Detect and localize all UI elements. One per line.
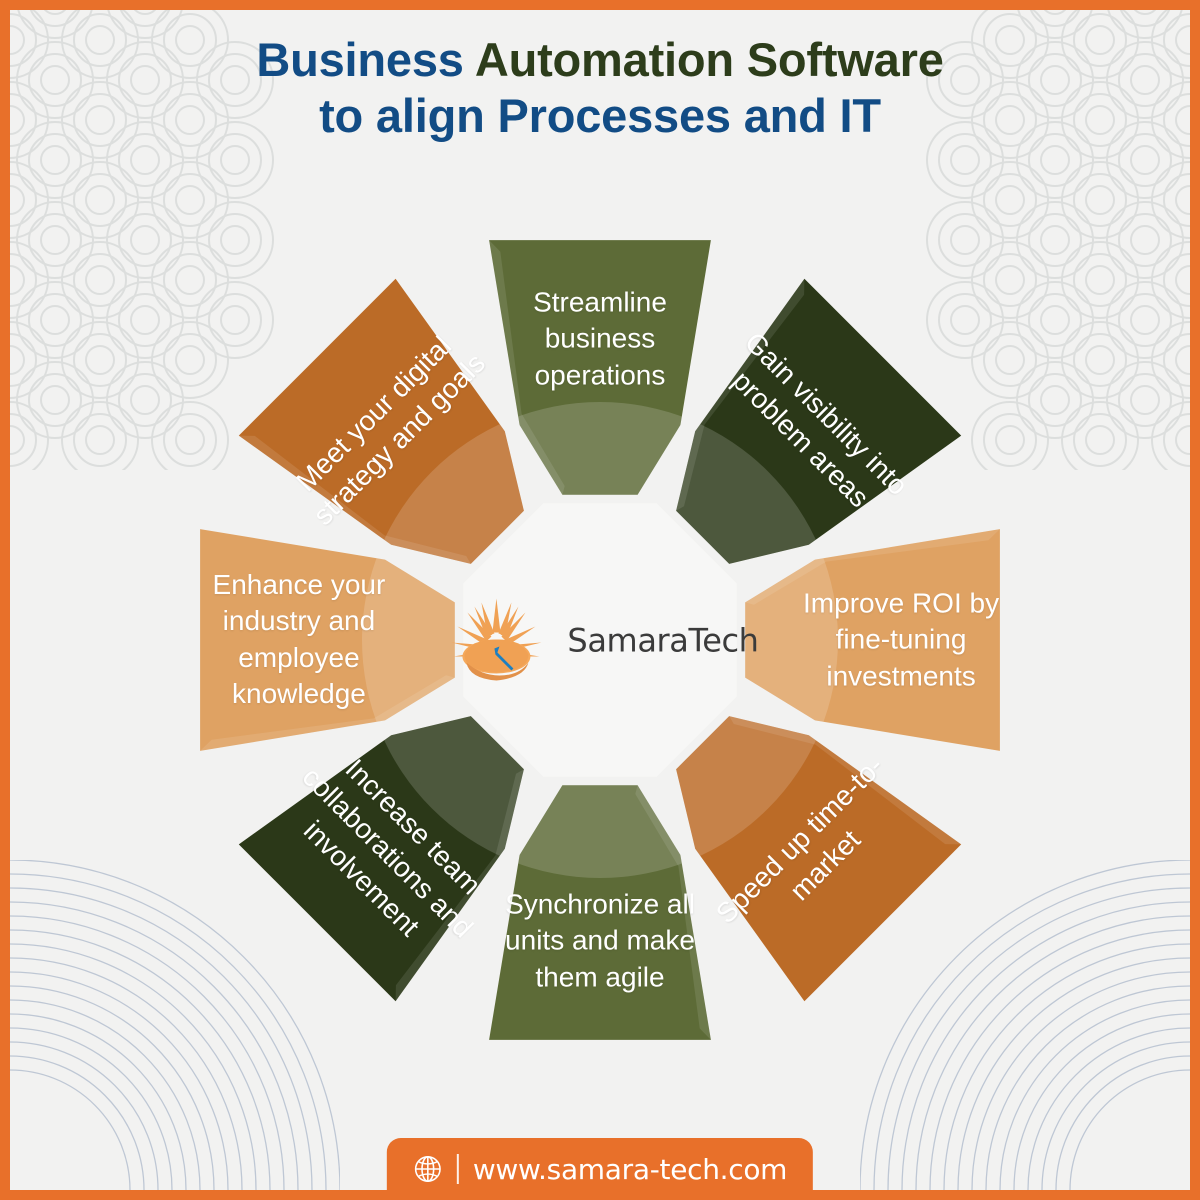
footer-divider <box>456 1154 459 1184</box>
segment-bevel <box>395 769 524 1002</box>
wheel-segment-time-to-market[interactable] <box>676 716 962 1002</box>
sunburst-logo-icon <box>451 598 542 681</box>
title-line-2: to align Processes and IT <box>319 89 881 143</box>
segment-bevel <box>745 529 1000 605</box>
center-brand-logo: SamaraTech <box>441 593 759 688</box>
wheel-shapes <box>200 240 1000 1040</box>
wheel-segment-knowledge[interactable] <box>200 529 455 751</box>
title-part-business: Business <box>256 33 475 86</box>
segmented-wheel-diagram: SamaraTech Streamline business operation… <box>100 160 1100 1120</box>
brand-name: SamaraTech <box>567 621 759 659</box>
wheel-segment-collaboration[interactable] <box>238 716 524 1002</box>
page-title: Business Automation Software to align Pr… <box>0 32 1200 145</box>
segment-bevel <box>729 716 962 845</box>
segment-bevel <box>676 278 805 511</box>
segment-inner-highlight <box>676 402 838 564</box>
wheel-center-hub <box>463 503 737 777</box>
wheel-segment-visibility[interactable] <box>676 278 962 564</box>
globe-icon <box>414 1156 441 1182</box>
footer-url-text: www.samara-tech.com <box>472 1152 788 1186</box>
wheel-segment-roi[interactable] <box>745 529 1000 751</box>
wheel-segment-strategy[interactable] <box>238 278 524 564</box>
segment-inner-highlight <box>676 716 838 878</box>
footer-website-bar[interactable]: www.samara-tech.com <box>386 1138 814 1200</box>
segment-bevel <box>200 675 455 751</box>
segment-inner-highlight <box>362 716 524 878</box>
segment-inner-highlight <box>362 402 524 564</box>
segment-bevel <box>489 240 565 495</box>
title-part-automation: Automation Software <box>474 33 944 86</box>
title-line-1: Business Automation Software <box>0 32 1200 88</box>
segment-bevel <box>635 785 711 1040</box>
wheel-segment-synchronize[interactable] <box>489 785 711 1040</box>
wheel-segment-streamline[interactable] <box>489 240 711 495</box>
segment-bevel <box>238 435 471 564</box>
